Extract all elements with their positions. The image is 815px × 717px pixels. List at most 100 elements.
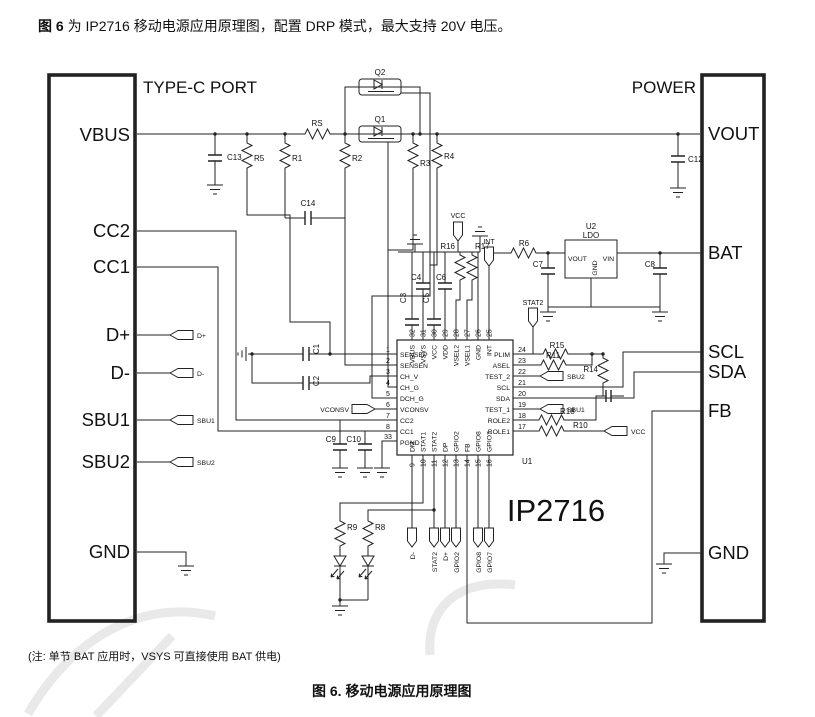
pin-number: 28 xyxy=(454,329,461,337)
junction-dots xyxy=(213,132,680,602)
bottom-net-arrow xyxy=(484,527,494,548)
pin-name: DCH_G xyxy=(400,396,424,403)
label-r14: R14 xyxy=(583,365,598,374)
label-r16: R16 xyxy=(440,242,455,251)
vcc-right-net-label: VCC xyxy=(631,429,645,436)
pin-number: 7 xyxy=(386,413,390,420)
typec-pin-cc1: CC1 xyxy=(93,256,130,277)
bottom-net-arrow xyxy=(429,527,439,548)
label-c14: C14 xyxy=(301,199,316,208)
power-pin-labels: VOUT BAT SCL SDA FB GND xyxy=(708,123,759,563)
sbu1-net-label: SBU1 xyxy=(197,418,215,425)
led-indicator xyxy=(330,555,347,580)
label-rs: RS xyxy=(311,119,322,128)
pin-name: GND xyxy=(476,345,483,360)
pin-name: GPIO2 xyxy=(454,431,461,452)
wires-chip-left xyxy=(137,230,397,566)
typec-port-box xyxy=(47,73,137,623)
pin-number: 9 xyxy=(410,463,417,467)
bottom-net-arrow xyxy=(451,527,461,548)
pin-number: 2 xyxy=(386,358,390,365)
chip-bottom-pins: 9 10 11 12 13 14 15 16 DM STAT1 STAT2 DP… xyxy=(410,431,494,467)
vcc-net-label: VCC xyxy=(451,213,466,220)
figure-caption: 图 6. 移动电源应用原理图 xyxy=(312,681,471,701)
label-r17: R17 xyxy=(475,242,490,251)
pin-number: 12 xyxy=(443,459,450,467)
power-pin-bat: BAT xyxy=(708,242,743,263)
sbu1-right-net-label: SBU1 xyxy=(567,407,585,414)
pin-name: CH_G xyxy=(400,385,419,392)
ground-symbols xyxy=(177,184,687,616)
label-c7: C7 xyxy=(533,260,544,269)
label-q1: Q1 xyxy=(375,115,386,124)
pin-name: PLIM xyxy=(494,352,510,359)
pin-name: CH_V xyxy=(400,374,419,381)
pin-name: CC2 xyxy=(400,418,414,425)
pin-name: VBUS xyxy=(410,345,417,364)
dm-net-label: D- xyxy=(197,371,204,378)
watermark xyxy=(24,579,516,717)
power-pin-sda: SDA xyxy=(708,361,747,382)
power-title: POWER xyxy=(632,78,696,97)
typec-pin-sbu2: SBU2 xyxy=(82,451,130,472)
pin-number: 17 xyxy=(518,424,526,431)
bottom-net-gpio2: GPIO2 xyxy=(454,552,461,573)
stat2-net-label: STAT2 xyxy=(523,300,544,307)
pin-name: GPIO8 xyxy=(476,431,483,452)
typec-pin-labels: VBUS CC2 CC1 D+ D- SBU1 SBU2 GND xyxy=(80,124,130,562)
dm-net-arrow xyxy=(169,368,194,378)
wires-vbus-rail xyxy=(137,86,700,399)
pin-number: 30 xyxy=(432,329,439,337)
pin-name: SENSEP xyxy=(400,352,428,359)
resistors xyxy=(241,128,609,550)
pin-number: 27 xyxy=(465,329,472,337)
label-r8: R8 xyxy=(375,523,386,532)
label-r3: R3 xyxy=(420,159,431,168)
pin-name: PGND xyxy=(400,440,420,447)
pin-name: VSEL1 xyxy=(465,345,472,366)
dp-net-arrow xyxy=(169,330,194,340)
vcc-right-net-arrow xyxy=(603,426,628,436)
label-c2: C2 xyxy=(312,375,321,386)
label-r18: R18 xyxy=(560,407,575,416)
caption-figure-ref: 图 6. xyxy=(312,683,342,699)
pin-name: TEST_2 xyxy=(485,374,510,381)
pin-number: 31 xyxy=(421,329,428,337)
label-r5: R5 xyxy=(254,154,265,163)
pin-number: 20 xyxy=(518,391,526,398)
pin-name: VCC xyxy=(432,345,439,359)
pin-number: 33 xyxy=(384,434,392,441)
ic-part-number: IP2716 xyxy=(507,493,605,528)
pin-name: DP xyxy=(443,442,450,452)
power-pin-gnd: GND xyxy=(708,542,749,563)
bottom-net-gpio8: GPIO8 xyxy=(476,552,483,573)
ldo-vin-pin: VIN xyxy=(603,256,614,263)
bottom-net-arrow xyxy=(473,527,483,548)
dp-net-label: D+ xyxy=(197,333,206,340)
pin-name: TEST_1 xyxy=(485,407,510,414)
power-pin-vout: VOUT xyxy=(708,123,759,144)
pin-name: VSEL2 xyxy=(454,345,461,366)
pin-number: 13 xyxy=(454,459,461,467)
pin-number: 4 xyxy=(386,380,390,387)
pin-number: 21 xyxy=(518,380,526,387)
label-c8: C8 xyxy=(645,260,656,269)
pin-number: 24 xyxy=(518,347,526,354)
pin-number: 32 xyxy=(410,329,417,337)
label-r6: R6 xyxy=(519,239,530,248)
ldo-vout-pin: VOUT xyxy=(568,256,587,263)
typec-port-title: TYPE-C PORT xyxy=(143,78,257,97)
bottom-net-arrow xyxy=(407,527,417,548)
vcc-net-arrow xyxy=(453,221,463,242)
label-r10: R10 xyxy=(573,421,588,430)
pin-number: 10 xyxy=(421,459,428,467)
ic-refdes: U1 xyxy=(522,457,533,466)
bottom-net-arrow xyxy=(440,527,450,548)
pin-number: 5 xyxy=(386,391,390,398)
pin-name: CC1 xyxy=(400,429,414,436)
chip-top-pins: 32 31 30 29 28 27 26 25 VBUS VSYS VCC VD… xyxy=(410,329,494,366)
sbu2-net-label: SBU2 xyxy=(197,460,215,467)
wires-bottom xyxy=(339,455,490,606)
label-r2: R2 xyxy=(352,154,363,163)
